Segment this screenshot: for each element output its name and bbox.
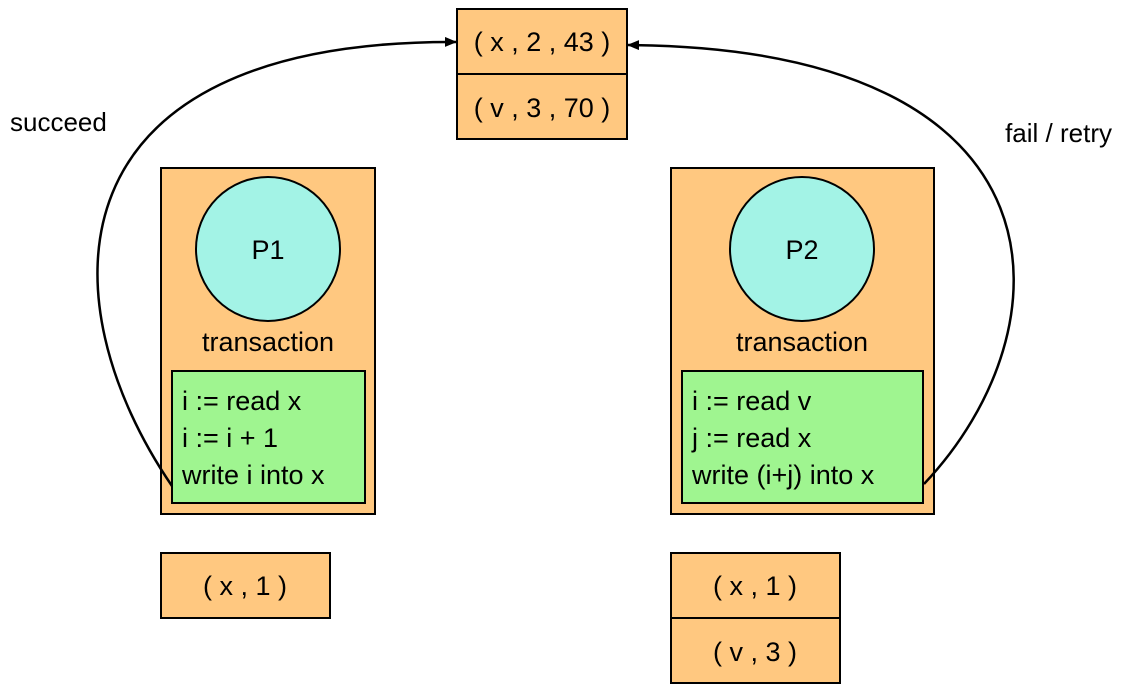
transaction-p1-code-line: write i into x xyxy=(181,460,325,490)
readset-p2: ( x , 1 ) ( v , 3 ) xyxy=(670,552,841,684)
process-p1-node xyxy=(195,176,341,322)
transaction-p1-code-line: i := i + 1 xyxy=(182,423,278,453)
transaction-p1-code-box xyxy=(171,370,366,504)
readset-p2-entry: ( x , 1 ) xyxy=(713,571,797,601)
transaction-p2-code-box xyxy=(681,370,924,504)
transaction-p2-code-line: i := read v xyxy=(692,386,812,416)
edge-succeed-arrow xyxy=(96,36,457,487)
readset-p1-box xyxy=(160,552,331,619)
process-p1-label: P1 xyxy=(251,235,284,265)
transaction-p2: P2 transaction i := read v j := read x w… xyxy=(670,167,935,515)
readset-p2-entry: ( v , 3 ) xyxy=(713,637,797,667)
transaction-p2-title: transaction xyxy=(736,327,868,357)
edge-succeed-label: succeed xyxy=(10,107,107,137)
transaction-p1-title: transaction xyxy=(202,327,334,357)
edge-fail-retry-label: fail / retry xyxy=(1005,118,1112,148)
readset-p1-entry: ( x , 1 ) xyxy=(203,571,287,601)
readset-p1: ( x , 1 ) xyxy=(160,552,331,619)
transaction-p2-code-line: j := read x xyxy=(691,423,812,453)
shared-memory-entry-x: ( x , 2 , 43 ) xyxy=(474,27,611,57)
process-p2-node xyxy=(729,176,875,322)
shared-memory-record: ( x , 2 , 43 ) ( v , 3 , 70 ) xyxy=(456,8,628,140)
process-p2-label: P2 xyxy=(785,235,818,265)
transaction-p1-code-line: i := read x xyxy=(182,386,302,416)
transaction-p1: P1 transaction i := read x i := i + 1 wr… xyxy=(160,167,376,515)
transaction-p2-code-line: write (i+j) into x xyxy=(691,460,875,490)
edge-fail-retry-arrow xyxy=(627,40,1015,485)
shared-memory-entry-v: ( v , 3 , 70 ) xyxy=(474,93,611,123)
